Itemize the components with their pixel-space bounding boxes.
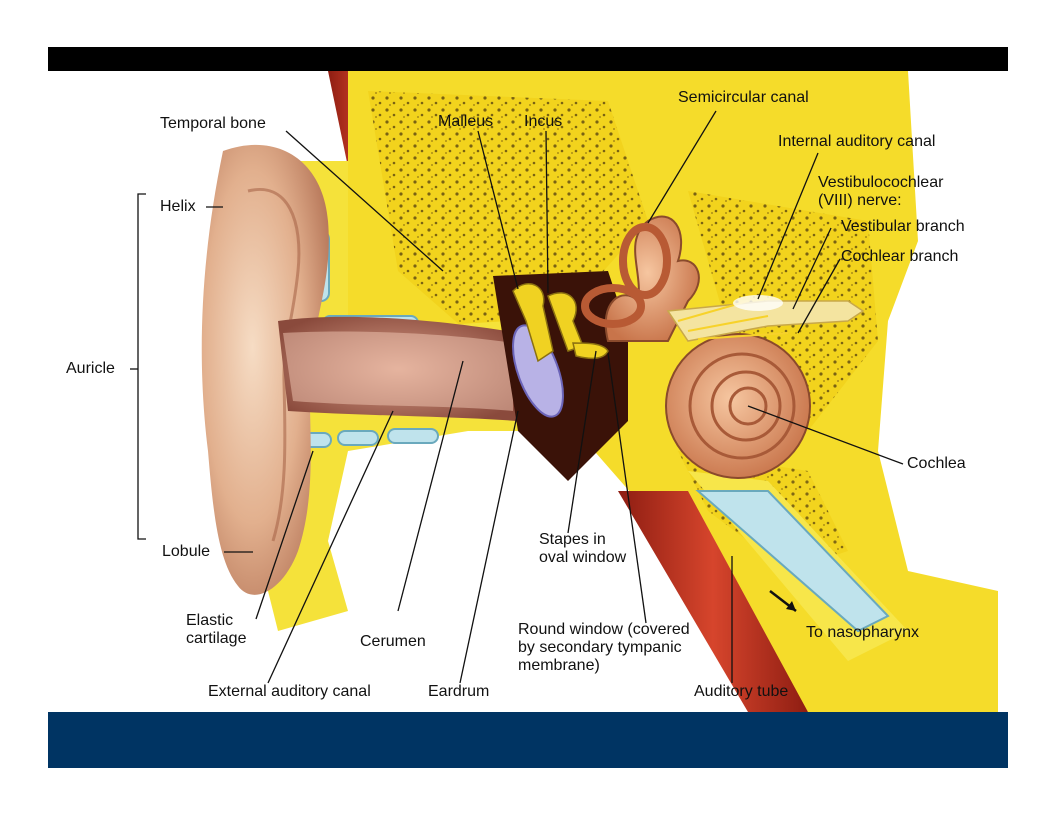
label-auricle: Auricle (66, 360, 115, 377)
label-vestibular-branch: Vestibular branch (841, 218, 965, 235)
label-stapes: Stapes in oval window (539, 531, 627, 566)
label-helix: Helix (160, 198, 196, 215)
label-malleus: Malleus (438, 113, 494, 130)
label-semicircular-canal: Semicircular canal (678, 89, 809, 106)
label-external-auditory-canal: External auditory canal (208, 683, 371, 700)
bottom-footer-bar (48, 712, 1008, 768)
label-cochlea: Cochlea (907, 455, 966, 472)
top-title-bar (48, 47, 1008, 71)
label-internal-auditory-canal: Internal auditory canal (778, 133, 936, 150)
label-cochlear-branch: Cochlear branch (841, 248, 959, 265)
label-incus: Incus (524, 113, 563, 130)
label-temporal-bone: Temporal bone (160, 115, 266, 132)
label-cerumen: Cerumen (360, 633, 426, 650)
label-eardrum: Eardrum (428, 683, 490, 700)
label-round-window: Round window (covered by secondary tympa… (518, 621, 690, 674)
label-vestibulocochlear-nerve: Vestibulocochlear (VIII) nerve: (818, 174, 944, 209)
label-lobule: Lobule (162, 543, 211, 560)
label-elastic-cartilage: Elastic cartilage (186, 612, 247, 647)
label-auditory-tube: Auditory tube (694, 683, 789, 700)
label-to-nasopharynx: To nasopharynx (806, 624, 919, 641)
ear-illustration (130, 71, 998, 712)
ear-anatomy-figure: Temporal bone Malleus Incus Semicircular… (48, 71, 1008, 712)
